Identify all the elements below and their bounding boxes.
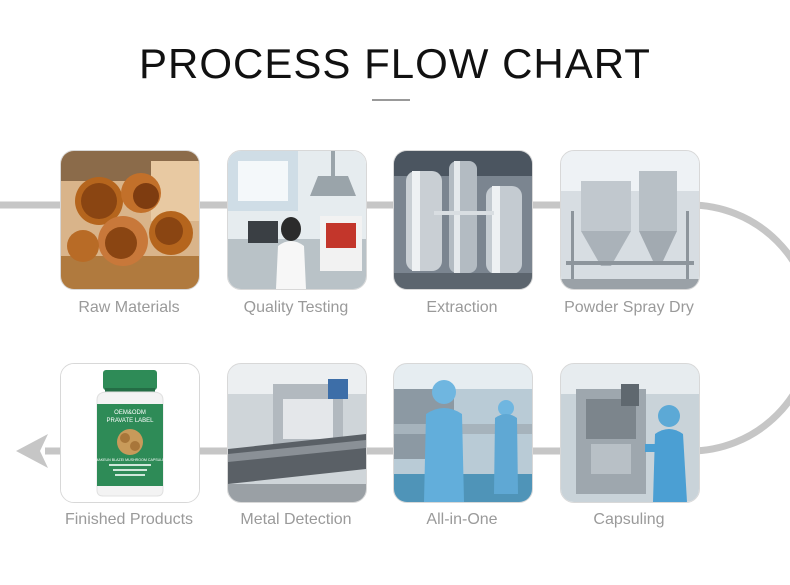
metal-detector-photo-icon	[228, 364, 366, 502]
step-label-quality-testing: Quality Testing	[243, 299, 349, 316]
step-quality-testing	[227, 150, 367, 290]
mushroom-photo-icon	[61, 151, 199, 289]
step-label-raw-materials: Raw Materials	[78, 299, 180, 316]
step-label-capsuling: Capsuling	[593, 511, 665, 528]
step-extraction	[393, 150, 533, 290]
step-raw-materials	[60, 150, 200, 290]
title-underline	[372, 99, 410, 101]
supplement-bottle-photo-icon: OEM&ODM PRAVATE LABEL MAKEUN BLAZEI MUSH…	[61, 364, 199, 502]
product-label-line2: PRAVATE LABEL	[106, 418, 154, 424]
step-label-all-in-one: All-in-One	[426, 511, 498, 528]
product-label-line1: OEM&ODM	[114, 410, 146, 416]
product-label-line3: MAKEUN BLAZEI MUSHROOM CAPSULE	[95, 458, 165, 462]
step-label-extraction: Extraction	[426, 299, 498, 316]
extraction-tanks-photo-icon	[394, 151, 532, 289]
flow-path	[0, 201, 790, 455]
step-powder-spray-dry	[560, 150, 700, 290]
step-label-finished-products: Finished Products	[64, 511, 194, 528]
lab-photo-icon	[228, 151, 366, 289]
page-title: PROCESS FLOW CHART	[139, 40, 651, 87]
step-finished-products: OEM&ODM PRAVATE LABEL MAKEUN BLAZEI MUSH…	[60, 363, 200, 503]
step-label-powder-spray-dry: Powder Spray Dry	[564, 299, 694, 316]
flow-arrowhead-icon	[16, 434, 48, 468]
step-label-metal-detection: Metal Detection	[240, 511, 352, 528]
step-metal-detection	[227, 363, 367, 503]
spray-dryer-photo-icon	[561, 151, 699, 289]
cleanroom-photo-icon	[394, 364, 532, 502]
capsule-machine-photo-icon	[561, 364, 699, 502]
step-all-in-one	[393, 363, 533, 503]
step-capsuling	[560, 363, 700, 503]
